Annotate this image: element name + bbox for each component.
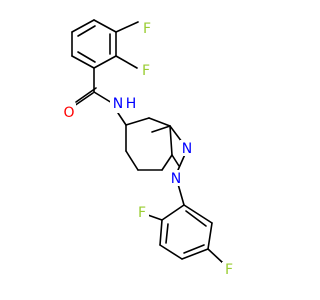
atom-labels: F F O N H N N F F <box>62 20 236 278</box>
bond <box>169 125 173 156</box>
bond <box>165 223 169 244</box>
indazole-nitrogen-1-label: N <box>171 171 181 187</box>
bond <box>161 204 185 221</box>
bond <box>207 248 224 264</box>
bond <box>73 92 94 107</box>
bond <box>183 244 205 254</box>
bond <box>115 21 139 33</box>
bond <box>159 244 183 260</box>
fluorine-atom-label: F <box>225 262 233 278</box>
amide-hydrogen-label: H <box>126 96 137 112</box>
bond <box>71 19 95 33</box>
bond <box>77 25 96 37</box>
bond <box>93 19 117 33</box>
bond <box>183 204 213 224</box>
fluorine-atom-label: F <box>138 205 146 221</box>
bond <box>71 55 95 69</box>
bond <box>93 55 117 69</box>
bond <box>151 125 171 133</box>
bond <box>115 55 138 69</box>
fluorine-atom-label: F <box>142 63 150 79</box>
oxygen-atom-label: O <box>63 105 74 121</box>
amide-nitrogen-label: N <box>113 96 123 112</box>
fluorine-atom-label: F <box>143 21 151 37</box>
bond <box>77 51 96 63</box>
molecule-structure-diagram: F F O N H N N F F <box>62 19 236 278</box>
bond <box>125 117 150 126</box>
bond <box>177 183 185 206</box>
bond <box>125 150 139 171</box>
bond <box>117 112 127 126</box>
bond <box>207 222 213 250</box>
indazole-nitrogen-2-label: N <box>182 141 192 157</box>
bond <box>185 210 207 227</box>
bond <box>159 219 163 246</box>
bonds <box>71 19 224 264</box>
bond <box>171 154 180 167</box>
bond <box>148 117 171 127</box>
bond <box>75 87 97 103</box>
bond <box>181 248 209 260</box>
bond <box>161 154 173 171</box>
